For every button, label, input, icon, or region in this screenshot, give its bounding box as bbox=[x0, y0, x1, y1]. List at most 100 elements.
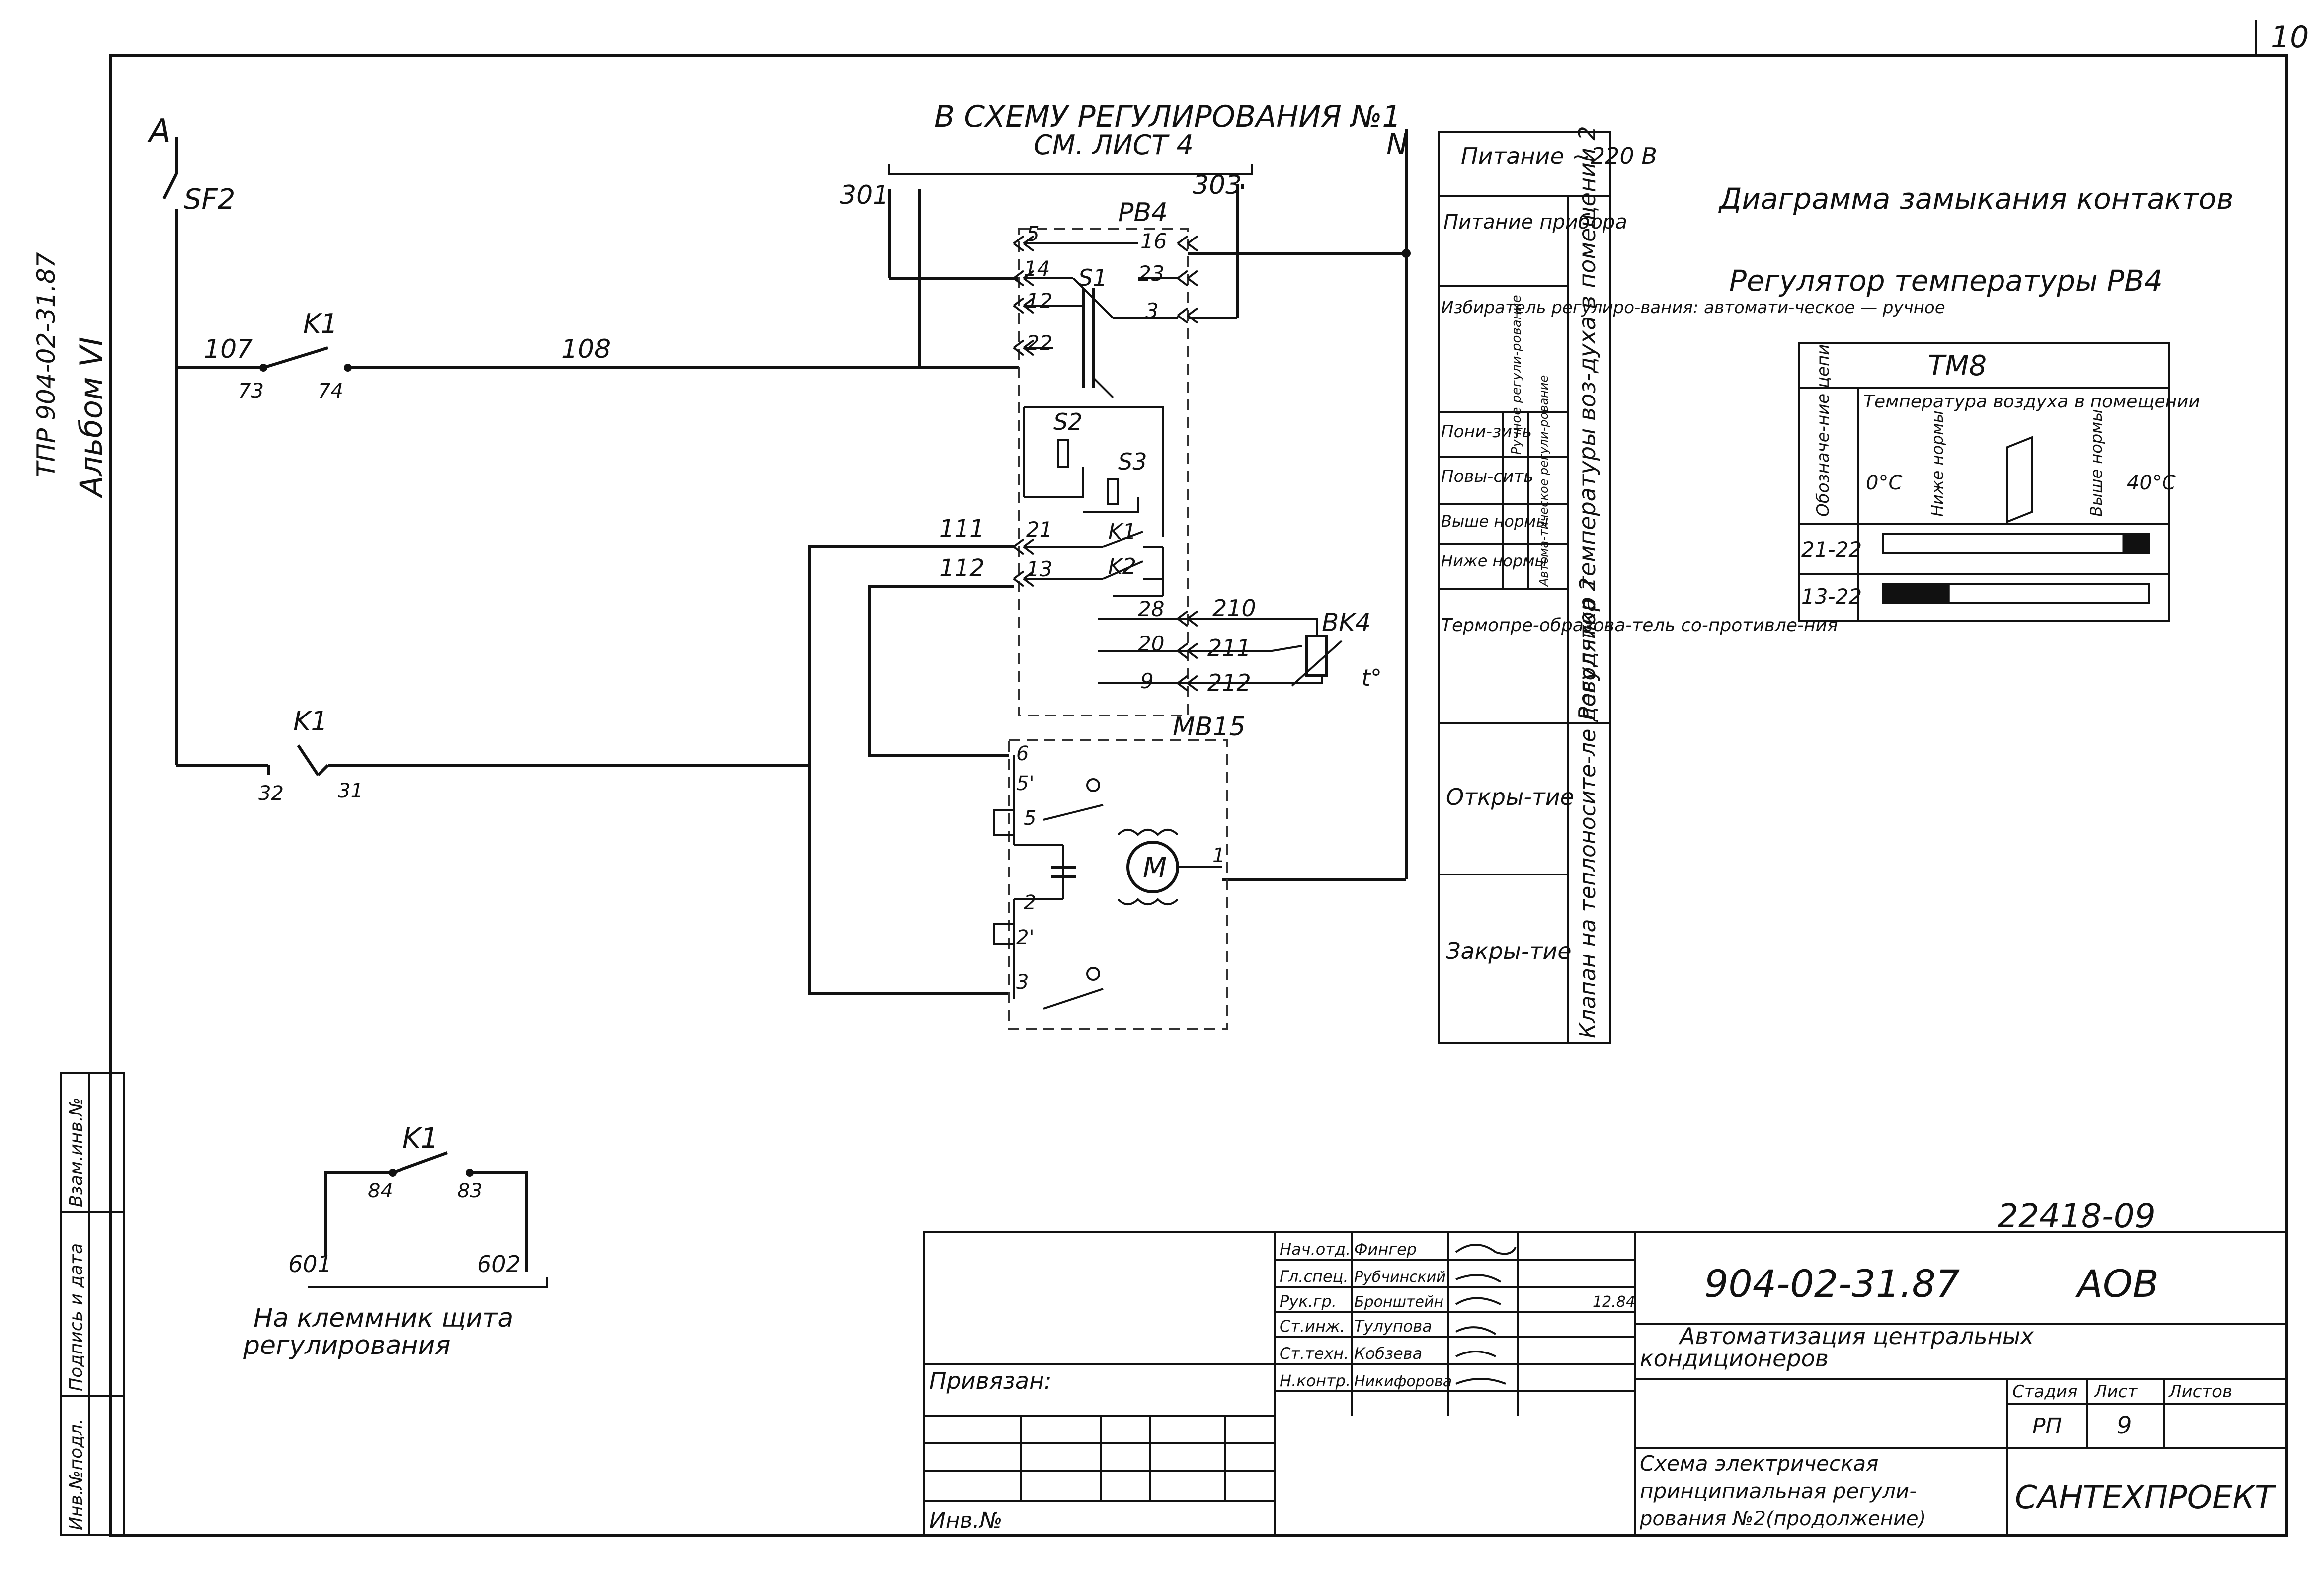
svg-text:5: 5 bbox=[1024, 807, 1036, 830]
org-name: САНТЕХПРОЕКТ bbox=[2015, 1479, 2277, 1516]
svg-text:22: 22 bbox=[1026, 331, 1052, 355]
contact-closed-21-22 bbox=[2122, 534, 2149, 553]
svg-text:2: 2 bbox=[1024, 891, 1036, 914]
svg-text:Стадия: Стадия bbox=[2012, 1382, 2077, 1402]
svg-text:принципиальная регули-: принципиальная регули- bbox=[1640, 1479, 1917, 1503]
svg-text:Нач.отд.: Нач.отд. bbox=[1280, 1240, 1351, 1259]
svg-text:регулирования: регулирования bbox=[243, 1331, 451, 1360]
svg-text:23: 23 bbox=[1138, 261, 1164, 286]
svg-text:Листов: Листов bbox=[2168, 1382, 2232, 1402]
svg-text:107: 107 bbox=[204, 334, 253, 364]
svg-text:602: 602 bbox=[477, 1251, 521, 1277]
svg-text:Инв.№подл.: Инв.№подл. bbox=[66, 1419, 86, 1530]
svg-text:BK4: BK4 bbox=[1322, 608, 1371, 637]
svg-text:108: 108 bbox=[561, 334, 611, 364]
svg-text:83: 83 bbox=[457, 1180, 482, 1202]
mb15-actuator bbox=[1008, 739, 1228, 1030]
svg-text:111: 111 bbox=[939, 515, 985, 543]
svg-text:Автома-тическое регули-рование: Автома-тическое регули-рование bbox=[1537, 375, 1551, 587]
svg-text:21: 21 bbox=[1026, 517, 1052, 542]
svg-text:9: 9 bbox=[1140, 669, 1154, 693]
svg-text:5: 5 bbox=[1026, 222, 1040, 246]
svg-text:Закры-тие: Закры-тие bbox=[1446, 938, 1572, 964]
svg-text:Привязан:: Привязан: bbox=[929, 1367, 1052, 1394]
svg-text:6: 6 bbox=[1016, 742, 1029, 765]
svg-text:СМ. ЛИСТ 4: СМ. ЛИСТ 4 bbox=[1034, 129, 1194, 160]
svg-text:0°C: 0°C bbox=[1866, 472, 1902, 494]
svg-text:601: 601 bbox=[288, 1251, 332, 1277]
svg-text:1: 1 bbox=[1212, 844, 1225, 867]
svg-text:Схема электрическая: Схема электрическая bbox=[1640, 1451, 1878, 1476]
svg-text:40°C: 40°C bbox=[2127, 472, 2176, 494]
svg-text:Выше нормы: Выше нормы bbox=[1441, 512, 1549, 531]
svg-text:Рубчинский: Рубчинский bbox=[1354, 1269, 1446, 1286]
svg-text:301: 301 bbox=[840, 180, 889, 210]
svg-text:28: 28 bbox=[1138, 597, 1164, 621]
svg-text:Н.контр.: Н.контр. bbox=[1280, 1371, 1351, 1390]
svg-text:112: 112 bbox=[939, 555, 985, 582]
svg-text:Ниже нормы: Ниже нормы bbox=[1441, 552, 1547, 570]
svg-text:K1: K1 bbox=[402, 1122, 438, 1155]
svg-text:Лист: Лист bbox=[2093, 1382, 2138, 1402]
svg-text:21-22: 21-22 bbox=[1801, 537, 1862, 561]
svg-text:Подпись и дата: Подпись и дата bbox=[66, 1243, 86, 1391]
svg-text:31: 31 bbox=[338, 780, 363, 802]
svg-text:13: 13 bbox=[1026, 557, 1052, 581]
svg-text:Регулятор температуры воз-духа: Регулятор температуры воз-духа в помещен… bbox=[1574, 126, 1601, 720]
svg-text:K1: K1 bbox=[1108, 519, 1136, 545]
svg-text:K1: K1 bbox=[303, 308, 338, 339]
svg-text:Ниже нормы: Ниже нормы bbox=[1928, 410, 1947, 517]
svg-text:Регулятор температуры PB4: Регулятор температуры PB4 bbox=[1729, 264, 2163, 298]
svg-text:t°: t° bbox=[1362, 664, 1382, 691]
svg-text:Инв.№: Инв.№ bbox=[929, 1508, 1002, 1533]
svg-text:9: 9 bbox=[2117, 1412, 2132, 1439]
svg-text:84: 84 bbox=[368, 1180, 393, 1202]
svg-text:Откры-тие: Откры-тие bbox=[1446, 784, 1574, 810]
svg-text:13-22: 13-22 bbox=[1801, 584, 1862, 609]
svg-text:Бронштейн: Бронштейн bbox=[1354, 1293, 1443, 1311]
svg-text:74: 74 bbox=[318, 380, 343, 402]
svg-text:M: M bbox=[1143, 852, 1167, 884]
svg-text:Термопре-образова-тель со-прот: Термопре-образова-тель со-противле-ния bbox=[1441, 615, 1838, 636]
svg-text:Обозначе-ние цепи: Обозначе-ние цепи bbox=[1813, 344, 1833, 517]
sheet-number: 10 bbox=[2271, 20, 2309, 55]
svg-text:Повы-сить: Повы-сить bbox=[1441, 467, 1533, 486]
side-album: Альбом VI bbox=[73, 337, 109, 499]
svg-text:Пони-зить: Пони-зить bbox=[1441, 422, 1532, 442]
svg-text:Тулупова: Тулупова bbox=[1354, 1317, 1432, 1336]
svg-text:Рук.гр.: Рук.гр. bbox=[1280, 1292, 1337, 1311]
title-block: Нач.отд. Гл.спец. Рук.гр. Ст.инж. Ст.тех… bbox=[923, 1231, 2287, 1536]
svg-text:12: 12 bbox=[1026, 289, 1052, 313]
svg-text:Температура воздуха в помещени: Температура воздуха в помещении bbox=[1863, 392, 2200, 412]
svg-text:Ручное регули-рование: Ручное регули-рование bbox=[1509, 295, 1524, 455]
legend-table: Питание ~220 В Питание прибора Избирател… bbox=[1438, 126, 1945, 1044]
svg-text:Автоматизация центральных: Автоматизация центральных bbox=[1678, 1323, 2034, 1350]
contact-diagram-title: Диаграмма замыкания контактов bbox=[1718, 182, 2234, 216]
svg-text:Никифорова: Никифорова bbox=[1354, 1373, 1452, 1390]
svg-text:Избиратель регулиро-вания: авт: Избиратель регулиро-вания: автомати-ческ… bbox=[1441, 298, 1945, 318]
svg-text:PB4: PB4 bbox=[1118, 198, 1168, 228]
side-code: ТПР 904-02-31.87 bbox=[32, 252, 61, 477]
schematic: В СХЕМУ РЕГУЛИРОВАНИЯ №1 СМ. ЛИСТ 4 A N … bbox=[147, 99, 1411, 1360]
svg-text:Кобзева: Кобзева bbox=[1354, 1344, 1422, 1363]
svg-text:MB15: MB15 bbox=[1173, 712, 1246, 742]
svg-text:кондиционеров: кондиционеров bbox=[1640, 1345, 1829, 1372]
bk4-sensor bbox=[1305, 635, 1328, 677]
svg-text:32: 32 bbox=[258, 782, 284, 805]
svg-text:Ст.техн.: Ст.техн. bbox=[1280, 1344, 1349, 1363]
svg-text:2': 2' bbox=[1016, 926, 1034, 949]
doc-number: 22418-09 bbox=[1998, 1197, 2156, 1235]
svg-text:20: 20 bbox=[1138, 632, 1164, 656]
svg-text:SF2: SF2 bbox=[184, 183, 235, 216]
svg-text:12.84: 12.84 bbox=[1593, 1293, 1635, 1311]
left-stamp: Инв.№подл. Подпись и дата Взам.инв.№ bbox=[60, 1072, 125, 1536]
svg-text:РП: РП bbox=[2032, 1414, 2062, 1439]
svg-text:A: A bbox=[147, 113, 171, 150]
svg-text:16: 16 bbox=[1140, 229, 1167, 253]
svg-text:211: 211 bbox=[1207, 635, 1251, 661]
svg-text:3: 3 bbox=[1016, 971, 1029, 994]
svg-text:Клапан на теплоносите-ле довод: Клапан на теплоносите-ле доводчика 2 bbox=[1575, 577, 1601, 1038]
svg-text:5': 5' bbox=[1016, 772, 1034, 795]
signatures bbox=[1455, 1244, 1517, 1385]
